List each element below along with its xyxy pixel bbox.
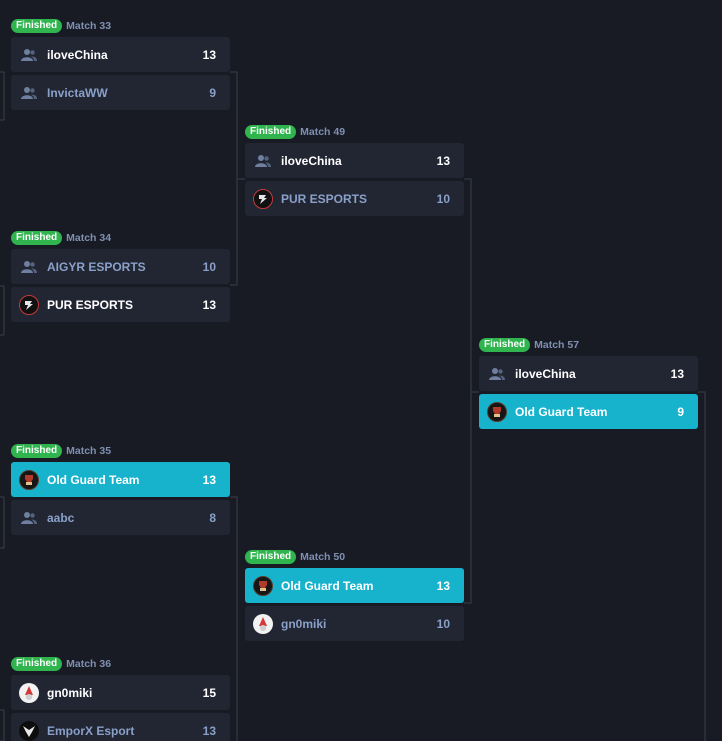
team-row[interactable]: PUR ESPORTS 13 [11, 287, 230, 322]
team-score: 10 [436, 191, 450, 206]
user-group-icon [19, 83, 39, 103]
team-name: Old Guard Team [281, 578, 374, 593]
team-row[interactable]: InvictaWW 9 [11, 75, 230, 110]
user-group-icon [253, 151, 273, 171]
match-header: Finished Match 35 [11, 443, 230, 459]
match-card-34[interactable]: Finished Match 34 AIGYR ESPORTS 10 PUR E… [11, 230, 230, 325]
match-card-50[interactable]: Finished Match 50 Old Guard Team 13 gn0m… [245, 549, 464, 644]
team-name: AIGYR ESPORTS [47, 259, 146, 274]
old-guard-logo-icon [19, 469, 39, 490]
match-label: Match 57 [534, 339, 580, 351]
gnome-avatar-icon [253, 613, 273, 634]
old-guard-logo-icon [487, 401, 507, 422]
team-name: Old Guard Team [515, 404, 608, 419]
old-guard-logo-icon [253, 575, 273, 596]
pur-esports-logo-icon [253, 188, 273, 209]
team-score: 13 [670, 366, 684, 381]
team-score: 15 [202, 685, 216, 700]
team-score: 13 [202, 47, 216, 62]
team-row[interactable]: EmporX Esport 13 [11, 713, 230, 741]
team-score: 13 [436, 578, 450, 593]
team-score: 10 [436, 616, 450, 631]
match-header: Finished Match 34 [11, 230, 230, 246]
user-group-icon [19, 45, 39, 65]
team-row[interactable]: Old Guard Team 9 [479, 394, 698, 429]
team-row[interactable]: iloveChina 13 [479, 356, 698, 391]
team-score: 9 [677, 404, 684, 419]
match-header: Finished Match 57 [479, 337, 698, 353]
team-name: PUR ESPORTS [281, 191, 368, 206]
team-row[interactable]: Old Guard Team 13 [11, 462, 230, 497]
team-name: iloveChina [47, 47, 108, 62]
status-badge: Finished [245, 550, 297, 564]
user-group-icon [487, 364, 507, 384]
status-badge: Finished [479, 338, 531, 352]
team-name: gn0miki [281, 616, 327, 631]
match-label: Match 35 [66, 445, 112, 457]
match-header: Finished Match 36 [11, 656, 230, 672]
team-score: 9 [209, 85, 216, 100]
pur-esports-logo-icon [19, 294, 39, 315]
match-card-57[interactable]: Finished Match 57 iloveChina 13 Old Guar… [479, 337, 698, 432]
team-score: 8 [209, 510, 216, 525]
team-name: iloveChina [281, 153, 342, 168]
status-badge: Finished [11, 444, 63, 458]
status-badge: Finished [245, 125, 297, 139]
team-name: aabc [47, 510, 75, 525]
team-score: 13 [202, 297, 216, 312]
match-card-33[interactable]: Finished Match 33 iloveChina 13 InvictaW… [11, 18, 230, 113]
team-row[interactable]: iloveChina 13 [245, 143, 464, 178]
team-row[interactable]: PUR ESPORTS 10 [245, 181, 464, 216]
team-row[interactable]: iloveChina 13 [11, 37, 230, 72]
status-badge: Finished [11, 657, 63, 671]
team-score: 13 [436, 153, 450, 168]
match-card-35[interactable]: Finished Match 35 Old Guard Team 13 aabc… [11, 443, 230, 538]
team-score: 10 [202, 259, 216, 274]
match-card-36[interactable]: Finished Match 36 gn0miki 15 EmporX Espo… [11, 656, 230, 741]
team-name: InvictaWW [47, 85, 108, 100]
team-row[interactable]: gn0miki 15 [11, 675, 230, 710]
match-label: Match 50 [300, 551, 346, 563]
team-row[interactable]: AIGYR ESPORTS 10 [11, 249, 230, 284]
match-label: Match 33 [66, 20, 112, 32]
team-name: gn0miki [47, 685, 93, 700]
team-name: PUR ESPORTS [47, 297, 134, 312]
team-name: EmporX Esport [47, 723, 135, 738]
team-row[interactable]: Old Guard Team 13 [245, 568, 464, 603]
gnome-avatar-icon [19, 682, 39, 703]
team-score: 13 [202, 472, 216, 487]
match-header: Finished Match 49 [245, 124, 464, 140]
team-name: Old Guard Team [47, 472, 140, 487]
match-card-49[interactable]: Finished Match 49 iloveChina 13 PUR ESPO… [245, 124, 464, 219]
match-label: Match 34 [66, 232, 112, 244]
team-name: iloveChina [515, 366, 576, 381]
status-badge: Finished [11, 19, 63, 33]
status-badge: Finished [11, 231, 63, 245]
match-header: Finished Match 33 [11, 18, 230, 34]
team-row[interactable]: gn0miki 10 [245, 606, 464, 641]
user-group-icon [19, 257, 39, 277]
match-label: Match 49 [300, 126, 346, 138]
emporx-logo-icon [19, 720, 39, 741]
team-row[interactable]: aabc 8 [11, 500, 230, 535]
team-score: 13 [202, 723, 216, 738]
match-header: Finished Match 50 [245, 549, 464, 565]
user-group-icon [19, 508, 39, 528]
match-label: Match 36 [66, 658, 112, 670]
